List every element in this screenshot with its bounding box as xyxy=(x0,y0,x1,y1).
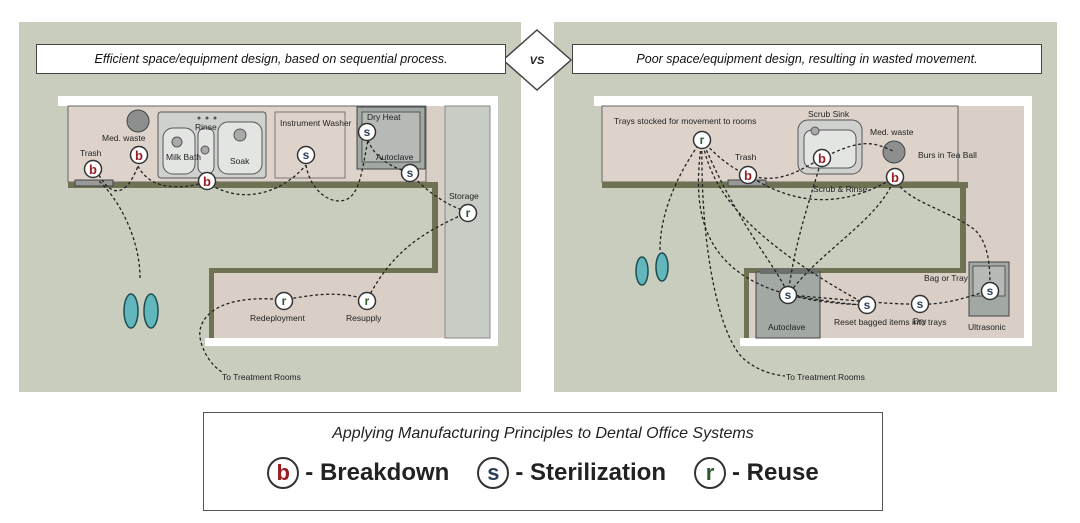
left-medwaste-breakdown-marker: b xyxy=(129,145,149,165)
breakdown-marker-icon: b xyxy=(267,457,300,489)
left-label-autoclave: Autoclave xyxy=(376,152,414,162)
left-label-soak: Soak xyxy=(230,156,250,166)
legend-title: Applying Manufacturing Principles to Den… xyxy=(332,425,754,442)
legend-label-reuse: - Reuse xyxy=(732,459,819,486)
left-floorplan: b b b s s s r r r Med. waste Trash Rinse… xyxy=(58,96,498,382)
right-reset-sterilization-marker: s xyxy=(857,295,877,315)
svg-text:s: s xyxy=(864,298,871,312)
right-trays-reuse-marker: r xyxy=(692,130,712,150)
svg-text:b: b xyxy=(818,151,826,166)
svg-text:b: b xyxy=(135,148,143,163)
svg-text:r: r xyxy=(282,294,287,308)
svg-text:s: s xyxy=(987,284,994,298)
svg-text:s: s xyxy=(303,148,310,162)
right-label-reset-bagged: Reset bagged items into trays xyxy=(834,317,946,327)
left-label-med-waste: Med. waste xyxy=(102,133,146,143)
right-label-bag-or-tray: Bag or Tray xyxy=(924,273,969,283)
legend-label-breakdown: - Breakdown xyxy=(305,459,450,486)
right-label-ultrasonic: Ultrasonic xyxy=(968,322,1007,332)
left-autoclave-sterilization-marker: s xyxy=(400,163,420,183)
right-label-scrub-sink: Scrub Sink xyxy=(808,109,850,119)
svg-text:s: s xyxy=(785,288,792,302)
left-label-to-treatment: To Treatment Rooms xyxy=(222,372,301,382)
right-label-burs: Burs in Tea Ball xyxy=(918,150,977,160)
right-label-dry: Dry xyxy=(913,316,927,326)
right-autoclave-sterilization-marker: s xyxy=(778,285,798,305)
right-floorplan: r b b b s s s s Trays stocked for moveme… xyxy=(594,96,1032,382)
right-scrubsink-breakdown-marker: b xyxy=(812,148,832,168)
svg-text:b: b xyxy=(89,162,97,177)
right-label-trays-stocked: Trays stocked for movement to rooms xyxy=(614,116,756,126)
svg-text:b: b xyxy=(203,174,211,189)
left-label-dry-heat: Dry Heat xyxy=(367,112,401,122)
left-label-milk-bath: Milk Bath xyxy=(166,152,201,162)
right-label-scrub-rinse: Scrub & Rinse xyxy=(813,184,868,194)
vs-badge: VS xyxy=(501,28,573,92)
left-storage-reuse-marker: r xyxy=(458,203,478,223)
left-sink-breakdown-marker: b xyxy=(197,171,217,191)
right-label-med-waste: Med. waste xyxy=(870,127,914,137)
left-panel-title: Efficient space/equipment design, based … xyxy=(36,44,506,74)
legend-item-sterilization: s - Sterilization xyxy=(477,457,666,489)
right-label-trash: Trash xyxy=(735,152,757,162)
svg-text:s: s xyxy=(917,297,924,311)
legend-box: Applying Manufacturing Principles to Den… xyxy=(203,412,883,511)
floorplan-diagram: b b b s s s r r r Med. waste Trash Rinse… xyxy=(58,28,1032,382)
svg-text:b: b xyxy=(891,170,899,185)
right-dry-sterilization-marker: s xyxy=(910,294,930,314)
svg-text:r: r xyxy=(365,294,370,308)
legend-label-sterilization: - Sterilization xyxy=(515,459,666,486)
right-label-to-treatment: To Treatment Rooms xyxy=(786,372,865,382)
left-dryheat-sterilization-marker: s xyxy=(357,122,377,142)
right-panel-title: Poor space/equipment design, resulting i… xyxy=(572,44,1042,74)
left-washer-sterilization-marker: s xyxy=(296,145,316,165)
left-label-instrument-washer: Instrument Washer xyxy=(280,118,352,128)
right-burs-breakdown-marker: b xyxy=(885,167,905,187)
legend-items: b - Breakdown s - Sterilization r - Reus… xyxy=(204,457,882,489)
left-resupply-reuse-marker: r xyxy=(357,291,377,311)
legend-item-breakdown: b - Breakdown xyxy=(267,457,449,489)
svg-text:r: r xyxy=(700,133,705,147)
left-redeploy-reuse-marker: r xyxy=(274,291,294,311)
right-trash-breakdown-marker: b xyxy=(738,165,758,185)
left-label-rinse: Rinse xyxy=(195,122,217,132)
legend-item-reuse: r - Reuse xyxy=(694,457,819,489)
sterilization-marker-icon: s xyxy=(477,457,510,489)
left-label-milk-bath-text: Milk Bath xyxy=(166,152,201,162)
right-ultrasonic-sterilization-marker: s xyxy=(980,281,1000,301)
svg-text:b: b xyxy=(744,168,752,183)
svg-text:s: s xyxy=(407,166,414,180)
reuse-marker-icon: r xyxy=(694,457,726,489)
vs-label: VS xyxy=(530,55,545,67)
left-label-trash: Trash xyxy=(80,148,102,158)
svg-text:s: s xyxy=(364,125,371,139)
left-label-storage: Storage xyxy=(449,191,479,201)
right-label-autoclave: Autoclave xyxy=(768,322,806,332)
svg-text:r: r xyxy=(466,206,471,220)
left-label-redeployment: Redeployment xyxy=(250,313,305,323)
left-trash-breakdown-marker: b xyxy=(83,159,103,179)
left-label-resupply: Resupply xyxy=(346,313,382,323)
